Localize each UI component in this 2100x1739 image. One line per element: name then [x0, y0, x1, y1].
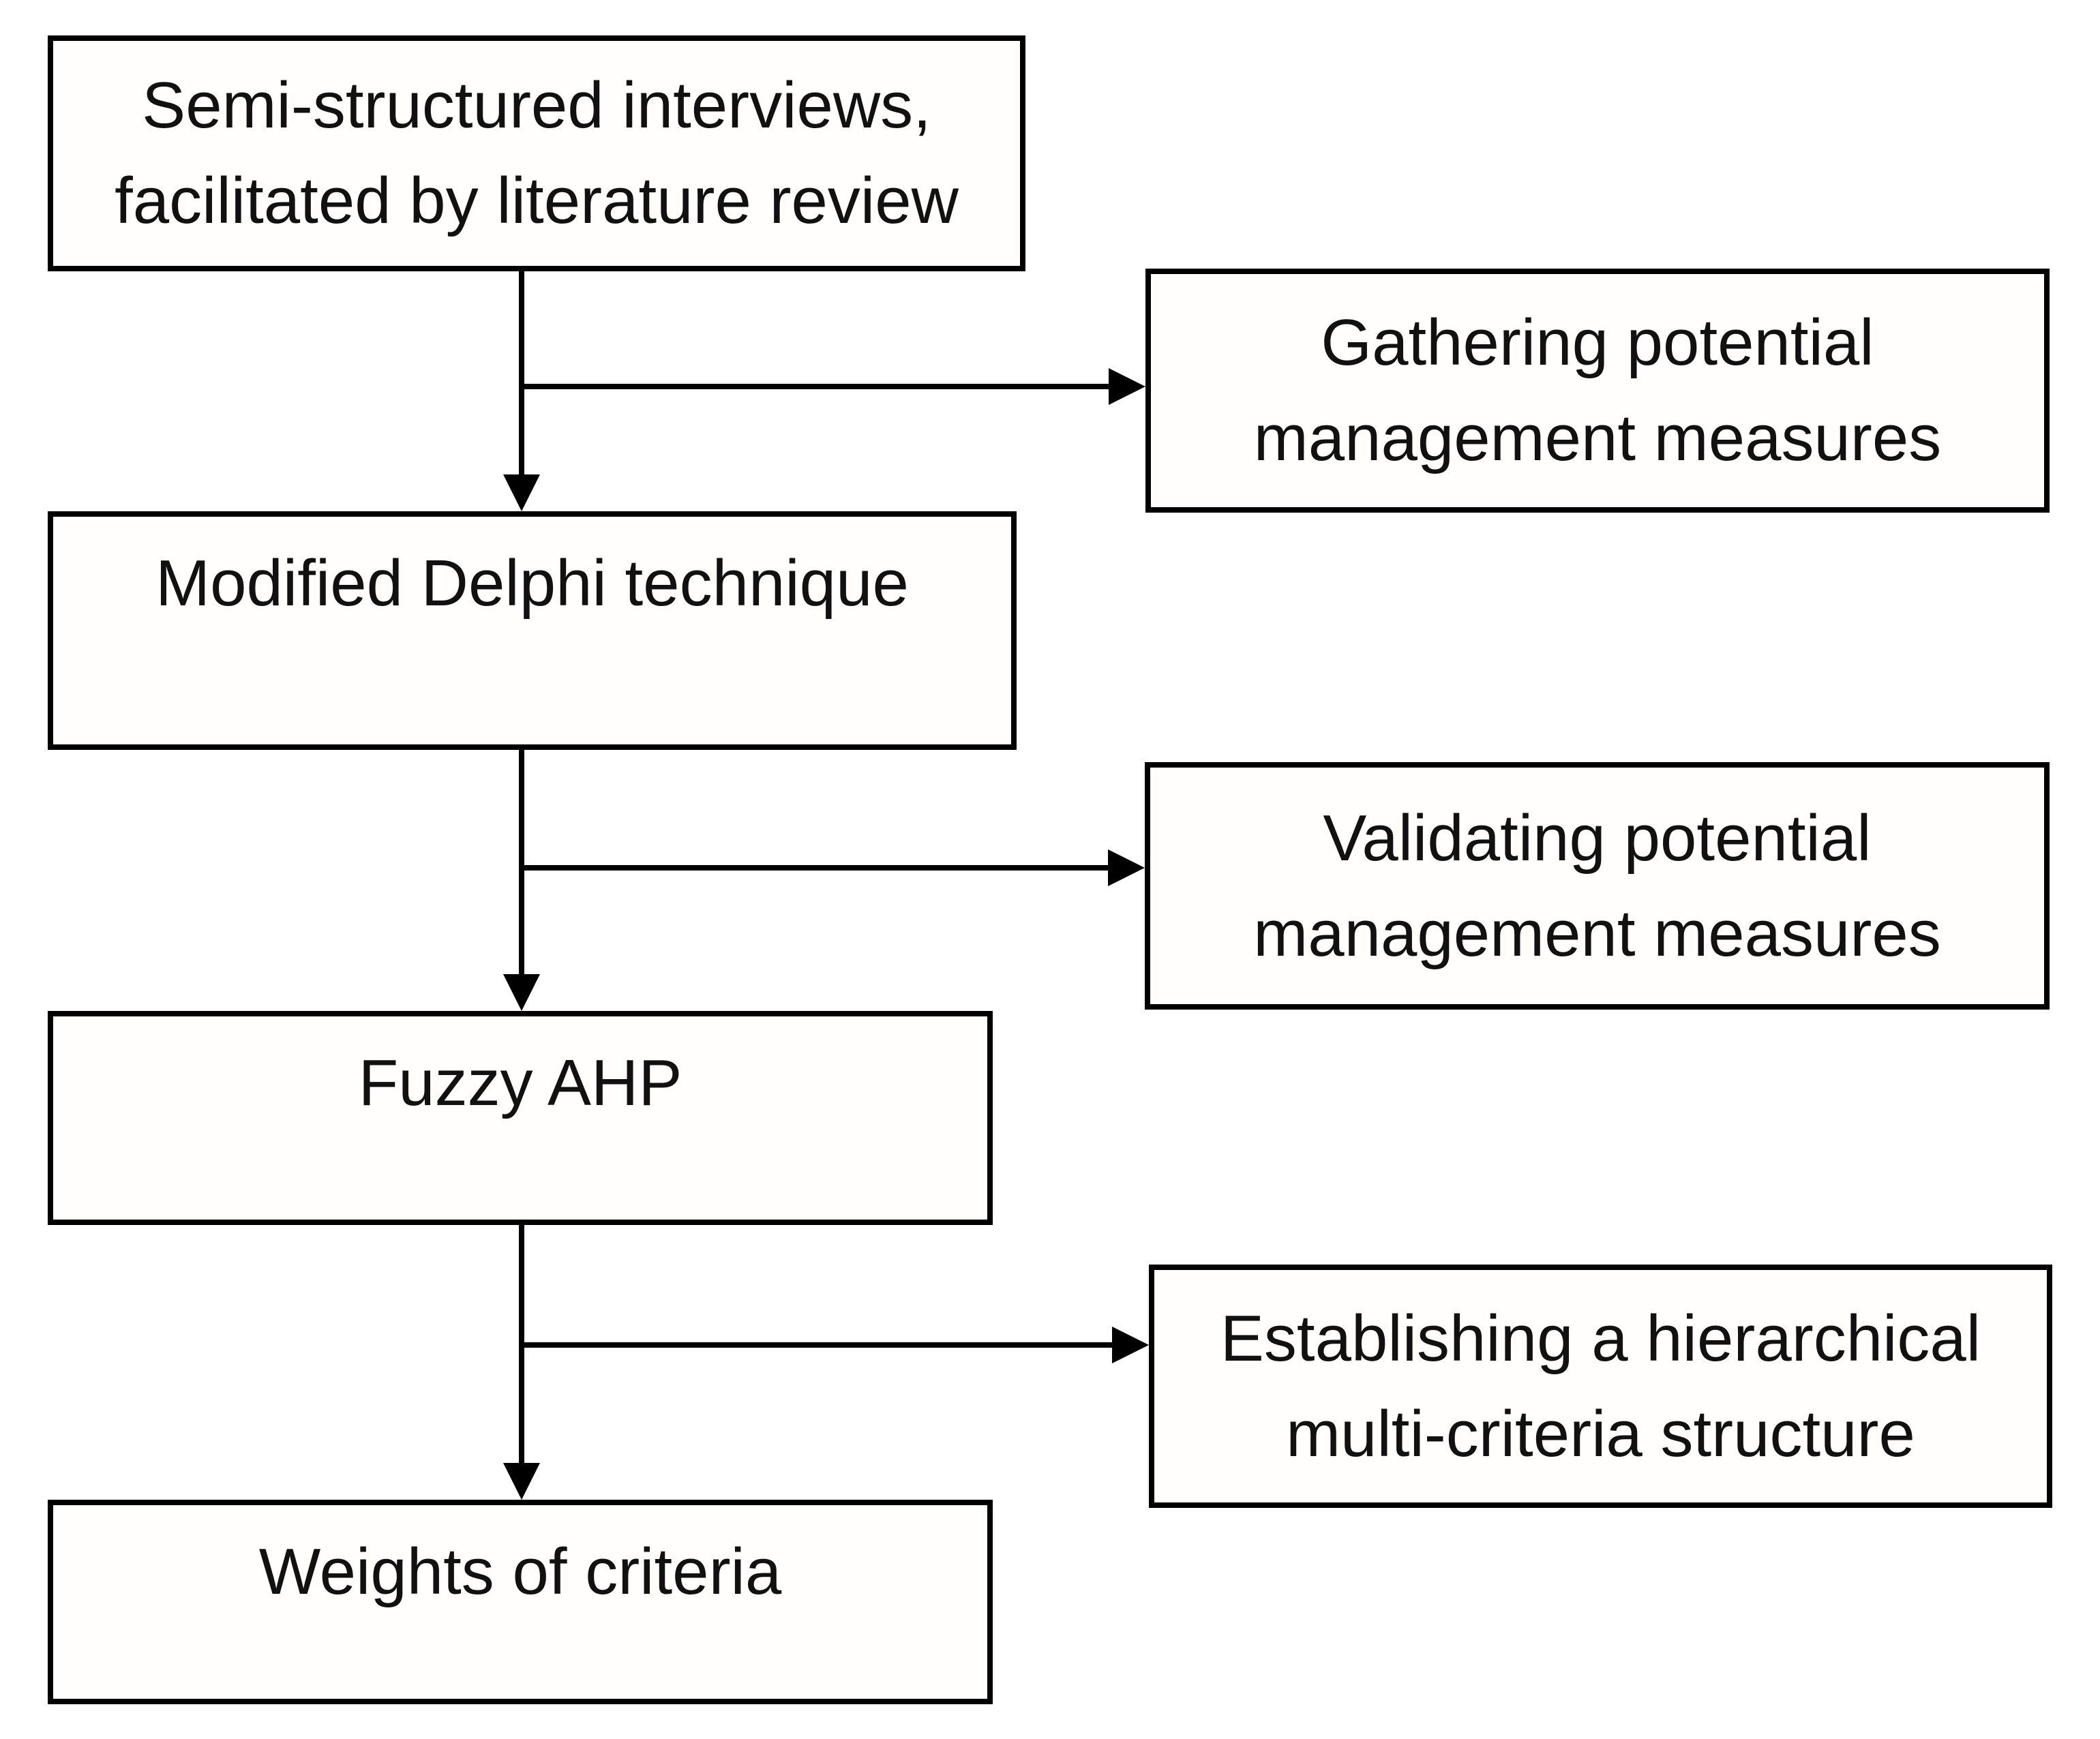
flow-box-fuzzy-ahp: Fuzzy AHP	[48, 1011, 993, 1225]
arrowhead-right-icon	[1108, 849, 1145, 886]
connector-delphi-to-fuzzy-line	[519, 750, 524, 977]
branch-to-validating-line	[522, 865, 1111, 871]
arrowhead-down-icon	[503, 1463, 540, 1500]
branch-to-establishing-line	[522, 1342, 1115, 1348]
output-box-validating: Validating potential management measures	[1145, 762, 2050, 1010]
output-box-establishing-label-line2: multi-criteria structure	[1286, 1397, 1915, 1470]
output-box-establishing-label-line1: Establishing a hierarchical	[1220, 1301, 1981, 1375]
output-box-validating-label-line1: Validating potential	[1323, 801, 1872, 875]
arrowhead-down-icon	[503, 974, 540, 1011]
output-box-gathering-label-line1: Gathering potential	[1321, 306, 1874, 379]
branch-to-gathering-line	[522, 384, 1111, 389]
flow-box-interviews-label-line2: facilitated by literature review	[115, 164, 959, 237]
flow-box-weights: Weights of criteria	[48, 1500, 993, 1704]
arrowhead-right-icon	[1109, 368, 1145, 405]
arrowhead-down-icon	[503, 474, 540, 511]
output-box-gathering-label-line2: management measures	[1253, 402, 1942, 474]
arrowhead-right-icon	[1112, 1327, 1149, 1363]
flow-box-fuzzy-ahp-label: Fuzzy AHP	[358, 1046, 682, 1119]
flow-box-interviews-label-line1: Semi-structured interviews,	[142, 69, 931, 142]
output-box-validating-label-line2: management measures	[1253, 896, 1941, 970]
flow-box-delphi: Modified Delphi technique	[48, 511, 1017, 750]
output-box-establishing: Establishing a hierarchical multi-criter…	[1149, 1265, 2052, 1508]
connector-interviews-to-delphi-line	[519, 271, 524, 477]
flow-box-interviews: Semi-structured interviews, facilitated …	[48, 35, 1025, 271]
flow-box-delphi-label: Modified Delphi technique	[155, 547, 909, 620]
output-box-gathering: Gathering potential management measures	[1145, 269, 2050, 513]
flow-box-weights-label: Weights of criteria	[258, 1535, 782, 1608]
